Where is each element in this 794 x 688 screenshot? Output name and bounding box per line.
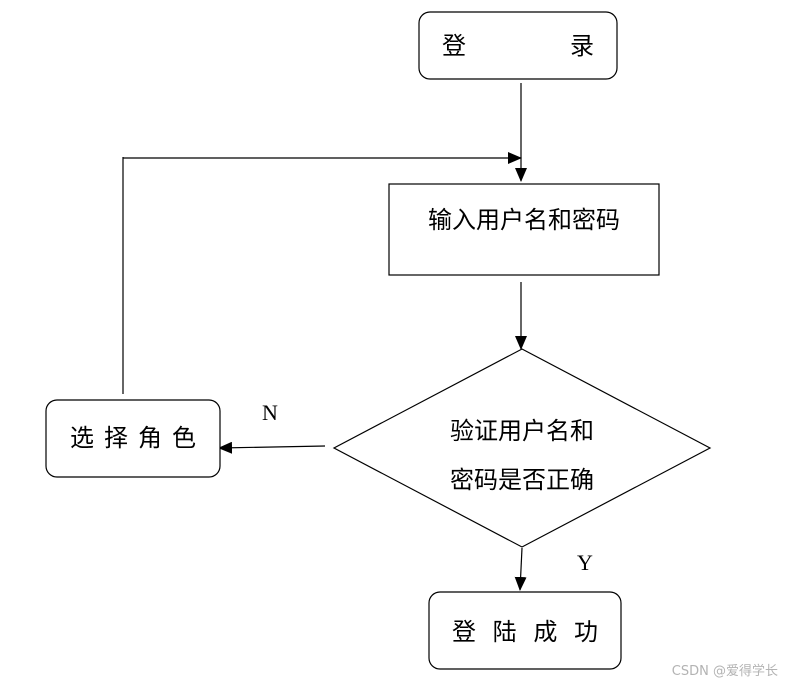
verify-label-line2: 密码是否正确 [450, 466, 594, 494]
edge-verify-to-role [218, 441, 326, 454]
decision-node-verify: 验证用户名和 密码是否正确 [332, 348, 712, 548]
end-node-success: 登 陆 成 功 [428, 591, 622, 670]
success-label: 登 陆 成 功 [452, 618, 598, 646]
branch-label-yes: Y [577, 550, 593, 575]
watermark: CSDN @爱得学长 [672, 663, 778, 679]
edge-verify-to-success [514, 547, 527, 591]
branch-label-no: N [262, 400, 278, 425]
input-label: 输入用户名和密码 [428, 206, 620, 234]
role-label: 选 择 角 色 [70, 424, 196, 452]
start-node-login: 登 录 [418, 11, 618, 80]
verify-label-line1: 验证用户名和 [450, 417, 594, 445]
process-node-role: 选 择 角 色 [45, 399, 221, 478]
process-node-input: 输入用户名和密码 [388, 183, 660, 276]
